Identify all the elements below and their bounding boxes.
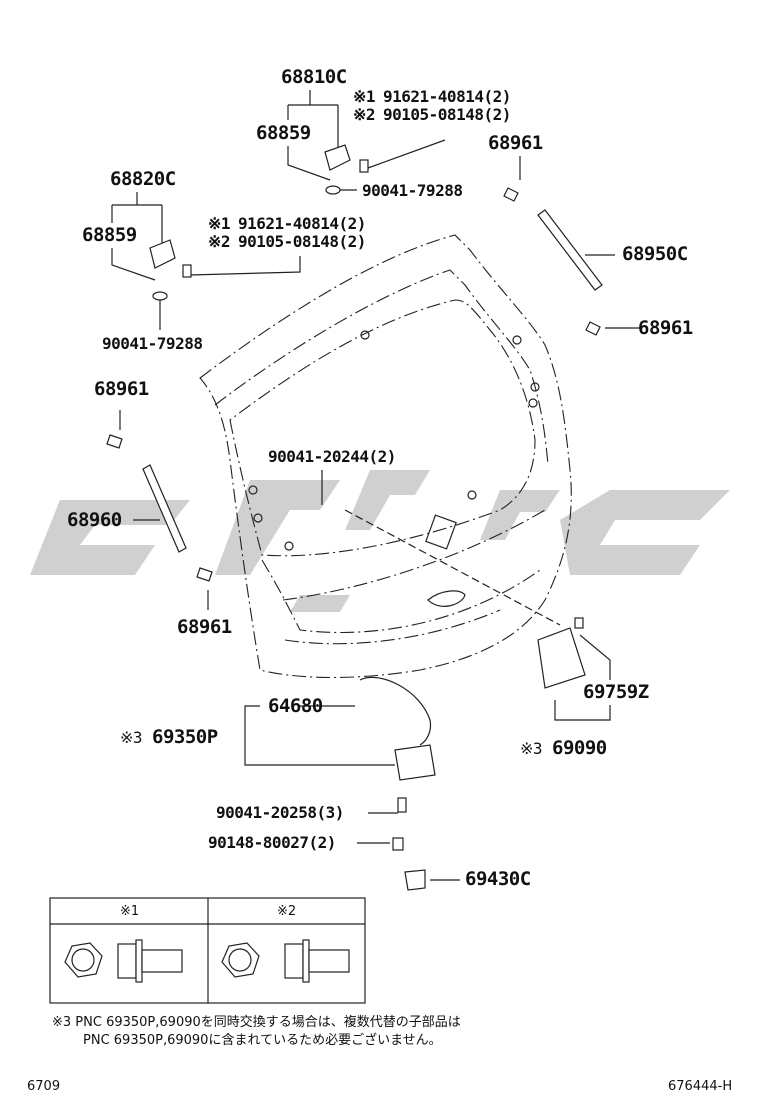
label-90041-20258: 90041-20258(3) [216,803,344,822]
label-90105-08148-upper: 90105-08148(2) [383,105,511,124]
legend-header-1: ※1 [120,904,140,919]
page-code-right: 676444-H [668,1079,733,1094]
leader-lines [111,90,640,881]
label-69759Z: 69759Z [583,681,649,703]
page-code-left: 6709 [27,1079,61,1094]
label-90041-20244: 90041-20244(2) [268,447,396,466]
label-90041-79288-lower: 90041-79288 [102,334,203,353]
label-69090: 69090 [552,737,607,759]
washer-nut-symbol-2 [221,939,350,983]
legend-table [49,897,366,1004]
label-68960: 68960 [67,509,122,531]
label-91621-40814-upper: 91621-40814(2) [383,87,511,106]
note-mark-1-upper: ※1 [353,87,376,106]
label-68859-upper: 68859 [256,122,311,144]
handle-assembly [537,617,586,689]
footnote-line-1: ※3 PNC 69350P,69090を同時交換する場合は、複数代替の子部品は [52,1015,461,1030]
label-68859-lower: 68859 [82,224,137,246]
label-68961-left-lower: 68961 [177,616,232,638]
legend-header-2: ※2 [277,904,297,919]
label-90105-08148-lower: 90105-08148(2) [238,232,366,251]
label-68961-right: 68961 [638,317,693,339]
note-mark-1-lower: ※1 [208,214,231,233]
note-mark-2-upper: ※2 [353,105,376,124]
note-mark-3-left: ※3 [120,728,143,747]
door-lock-assembly [359,676,436,891]
label-90041-79288-upper: 90041-79288 [362,181,463,200]
stay-assembly-left [106,434,213,582]
watermark-logo [30,470,730,612]
note-mark-3-right: ※3 [520,739,543,758]
label-90148-80027: 90148-80027(2) [208,833,336,852]
hinge-lower [149,239,192,301]
note-mark-2-lower: ※2 [208,232,231,251]
hinge-upper [324,144,369,195]
label-68820C: 68820C [110,168,176,190]
stay-assembly-right [503,187,603,336]
footnote-line-2: PNC 69350P,69090に含まれているため必要ございません。 [83,1033,442,1048]
back-door-panel [199,234,572,679]
label-69430C: 69430C [465,868,531,890]
label-69350P: 69350P [152,726,218,748]
label-68810C: 68810C [281,66,347,88]
back-door-holes [248,330,540,607]
washer-nut-symbol-1 [64,939,183,983]
label-68950C: 68950C [622,243,688,265]
label-68961-left-upper: 68961 [94,378,149,400]
label-91621-40814-lower: 91621-40814(2) [238,214,366,233]
label-64680: 64680 [268,695,323,717]
label-68961-top-right: 68961 [488,132,543,154]
